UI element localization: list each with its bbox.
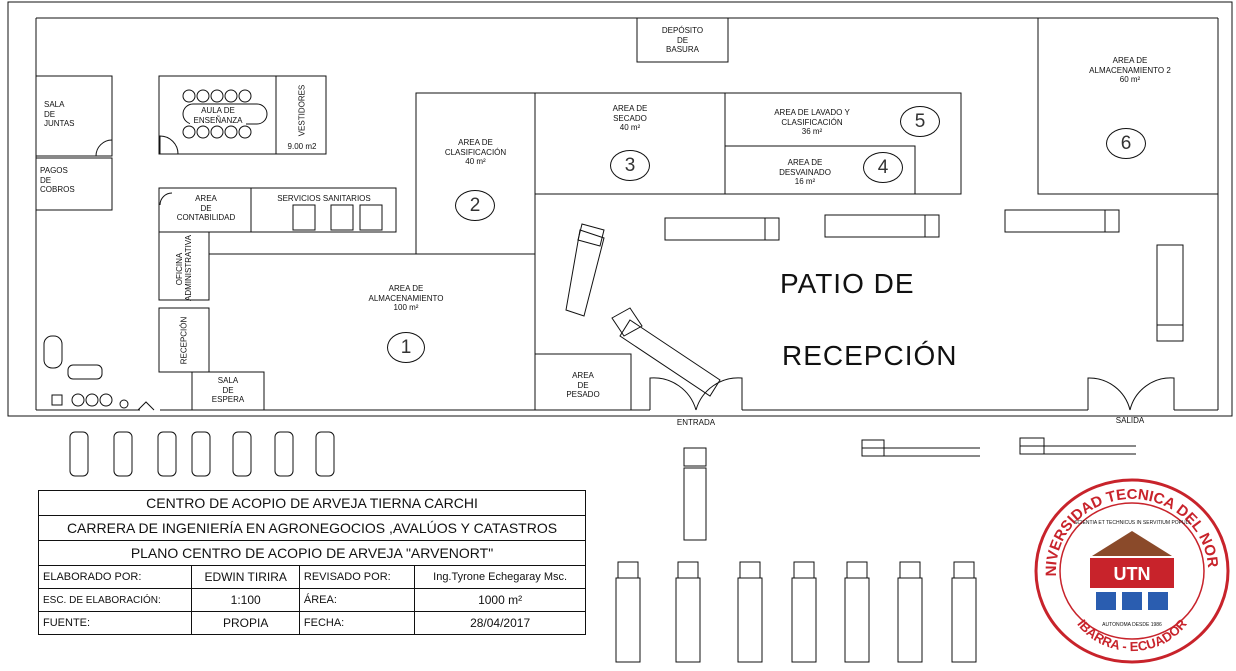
- room-deposito-basura: DEPÓSITO DE BASURA: [661, 26, 704, 54]
- room-vestidores-area: 9.00 m2: [287, 142, 317, 151]
- room-lavado: AREA DE LAVADO Y CLASIFICACIÓN 36 m²: [774, 108, 850, 136]
- patio-title-line1: PATIO DE: [780, 268, 915, 299]
- area-number-5: 5: [900, 106, 940, 137]
- area-label: ÁREA:: [298, 588, 416, 612]
- room-desvainado: AREA DE DESVAINADO 16 m²: [779, 158, 831, 186]
- title-line-3: PLANO CENTRO DE ACOPIO DE ARVEJA "ARVENO…: [38, 540, 586, 566]
- escala-value: 1:100: [191, 588, 300, 612]
- room-pagos-cobros: PAGOS DE COBROS: [40, 166, 75, 194]
- title-line-1: CENTRO DE ACOPIO DE ARVEJA TIERNA CARCHI: [38, 490, 586, 516]
- patio-title-line2: RECEPCIÓN: [782, 340, 958, 371]
- room-sala-espera: SALA DE ESPERA: [211, 376, 245, 404]
- room-vestidores: VESTIDORES: [297, 84, 307, 137]
- area-number-1: 1: [387, 332, 425, 363]
- elaborado-label: ELABORADO POR:: [37, 565, 193, 589]
- title-block: CENTRO DE ACOPIO DE ARVEJA TIERNA CARCHI…: [37, 490, 586, 635]
- fuente-value: PROPIA: [191, 611, 300, 635]
- room-pesado: AREA DE PESADO: [566, 371, 600, 399]
- room-contabilidad: AREA DE CONTABILIDAD: [176, 194, 236, 222]
- exit-label: SALIDA: [1115, 416, 1145, 425]
- elaborado-value: EDWIN TIRIRA: [191, 565, 300, 589]
- escala-label: ESC. DE ELABORACIÓN:: [37, 588, 193, 612]
- room-recepcion: RECEPCIÓN: [179, 316, 189, 365]
- emblem-text: UTN: [1114, 564, 1151, 584]
- room-secado: AREA DE SECADO 40 m²: [612, 104, 648, 132]
- revisado-value: Ing.Tyrone Echegaray Msc.: [414, 565, 586, 589]
- area-number-6: 6: [1106, 128, 1146, 159]
- fecha-value: 28/04/2017: [414, 611, 586, 635]
- area-number-2: 2: [455, 190, 495, 221]
- title-line-2: CARRERA DE INGENIERÍA EN AGRONEGOCIOS ,A…: [38, 515, 586, 541]
- university-seal-logo: UNIVERSIDAD TECNICA DEL NORTE IBARRA - E…: [1032, 476, 1230, 664]
- area-value: 1000 m²: [414, 588, 586, 612]
- room-aula: AULA DE ENSEÑANZA: [190, 106, 246, 125]
- area-number-4: 4: [863, 152, 903, 183]
- room-oficina-administrativa: OFICINA ADMINISTRATIVA: [175, 235, 193, 301]
- mountain-shape: [1092, 531, 1172, 556]
- revisado-label: REVISADO POR:: [298, 565, 416, 589]
- seal-inner-bottom: AUTONOMA DESDE 1986: [1102, 622, 1162, 628]
- room-servicios-sanitarios: SERVICIOS SANITARIOS: [277, 194, 371, 203]
- entrance-label: ENTRADA: [676, 418, 716, 427]
- seal-inner-motto: SCIENTIA ET TECHNICUS IN SERVITIUM POPUL…: [1074, 520, 1190, 526]
- fuente-label: FUENTE:: [37, 611, 193, 635]
- area-number-3: 3: [610, 150, 650, 181]
- room-almacenamiento: AREA DE ALMACENAMIENTO 100 m²: [368, 284, 444, 312]
- room-sala-juntas: SALA DE JUNTAS: [44, 100, 75, 128]
- fecha-label: FECHA:: [298, 611, 416, 635]
- room-clasificacion: AREA DE CLASIFICACIÓN 40 m²: [444, 138, 507, 166]
- emblem-red-band: [1090, 558, 1174, 588]
- room-almacenamiento-2: AREA DE ALMACENAMIENTO 2 60 m²: [1089, 56, 1171, 84]
